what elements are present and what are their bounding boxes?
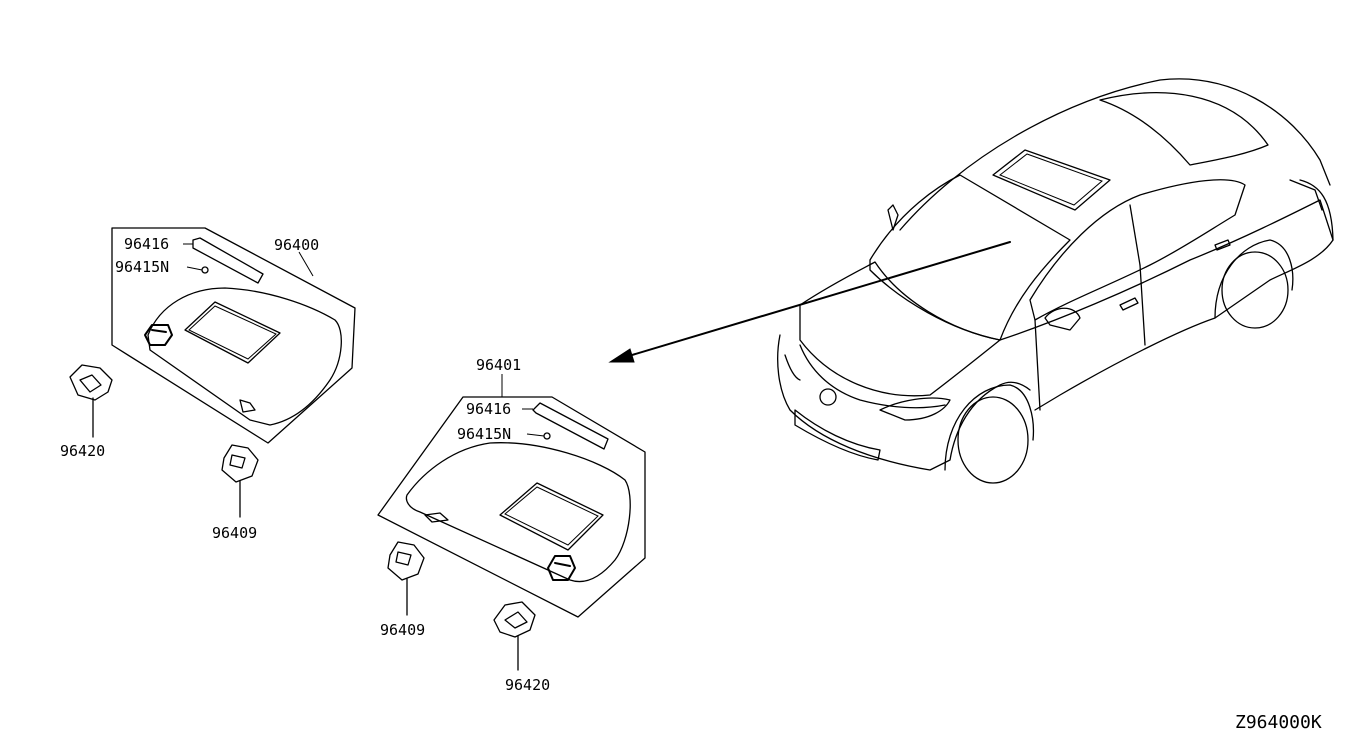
vehicle-headlight <box>879 397 951 421</box>
right-vanity-mirror-inner <box>504 486 599 546</box>
right-visor-frame <box>377 396 646 618</box>
left-visor-hook <box>239 399 256 413</box>
vehicle-side-windows <box>1029 179 1246 321</box>
left-holder: 96409 <box>212 444 259 542</box>
vehicle-rear-wheel <box>1221 251 1289 329</box>
right-holder-part <box>387 541 425 581</box>
left-vanity-mirror-inner <box>188 305 277 360</box>
vehicle-body-side <box>999 199 1334 411</box>
right-holder-label: 96409 <box>380 621 425 639</box>
left-mirror-cover-label: 96416 <box>124 235 169 253</box>
left-visor-assembly: 96416 96415N 96400 <box>111 227 356 444</box>
left-clip-label: 96420 <box>60 442 105 460</box>
right-lamp-label: 96415N <box>457 425 511 443</box>
right-clip-label: 96420 <box>505 676 550 694</box>
diagram-code: Z964000K <box>1235 712 1322 733</box>
vehicle-roof <box>899 78 1331 231</box>
right-clip: 96420 <box>493 601 550 694</box>
right-visor-body <box>405 442 631 583</box>
right-lamp-part <box>543 432 551 440</box>
left-clip-part <box>69 364 113 401</box>
location-arrow <box>608 241 1011 363</box>
vehicle-sunroof <box>992 149 1111 211</box>
vehicle-front-fascia <box>777 334 1031 471</box>
left-holder-label: 96409 <box>212 524 257 542</box>
right-mirror-cover-label: 96416 <box>466 400 511 418</box>
right-visor-assembly: 96401 96416 96415N <box>377 356 646 618</box>
right-mirror-cover-part <box>532 402 609 450</box>
vehicle-grille <box>794 409 881 461</box>
left-visor-label: 96400 <box>274 236 319 254</box>
left-vanity-mirror <box>184 301 281 364</box>
left-lamp-part <box>201 266 209 274</box>
left-lamp-label: 96415N <box>115 258 169 276</box>
left-holder-part <box>221 444 259 483</box>
right-visor-label: 96401 <box>476 356 521 374</box>
arrow-head-icon <box>608 348 635 363</box>
left-mirror-cover-part <box>192 237 264 284</box>
left-pivot-hinge <box>144 324 173 346</box>
vehicle-mirror <box>1044 307 1081 331</box>
left-clip: 96420 <box>60 364 113 460</box>
vehicle-windshield <box>869 174 1071 341</box>
vehicle-emblem <box>819 388 837 406</box>
vehicle-illustration <box>777 78 1334 484</box>
right-vanity-mirror <box>499 482 604 551</box>
left-visor-frame <box>111 227 356 444</box>
left-visor-body <box>147 287 342 426</box>
right-visor-hook <box>424 512 449 523</box>
vehicle-front-wheel <box>957 396 1029 484</box>
right-clip-part <box>493 601 536 638</box>
vehicle-hood <box>799 261 1001 397</box>
right-pivot-hinge <box>547 555 576 581</box>
right-holder: 96409 <box>380 541 425 639</box>
